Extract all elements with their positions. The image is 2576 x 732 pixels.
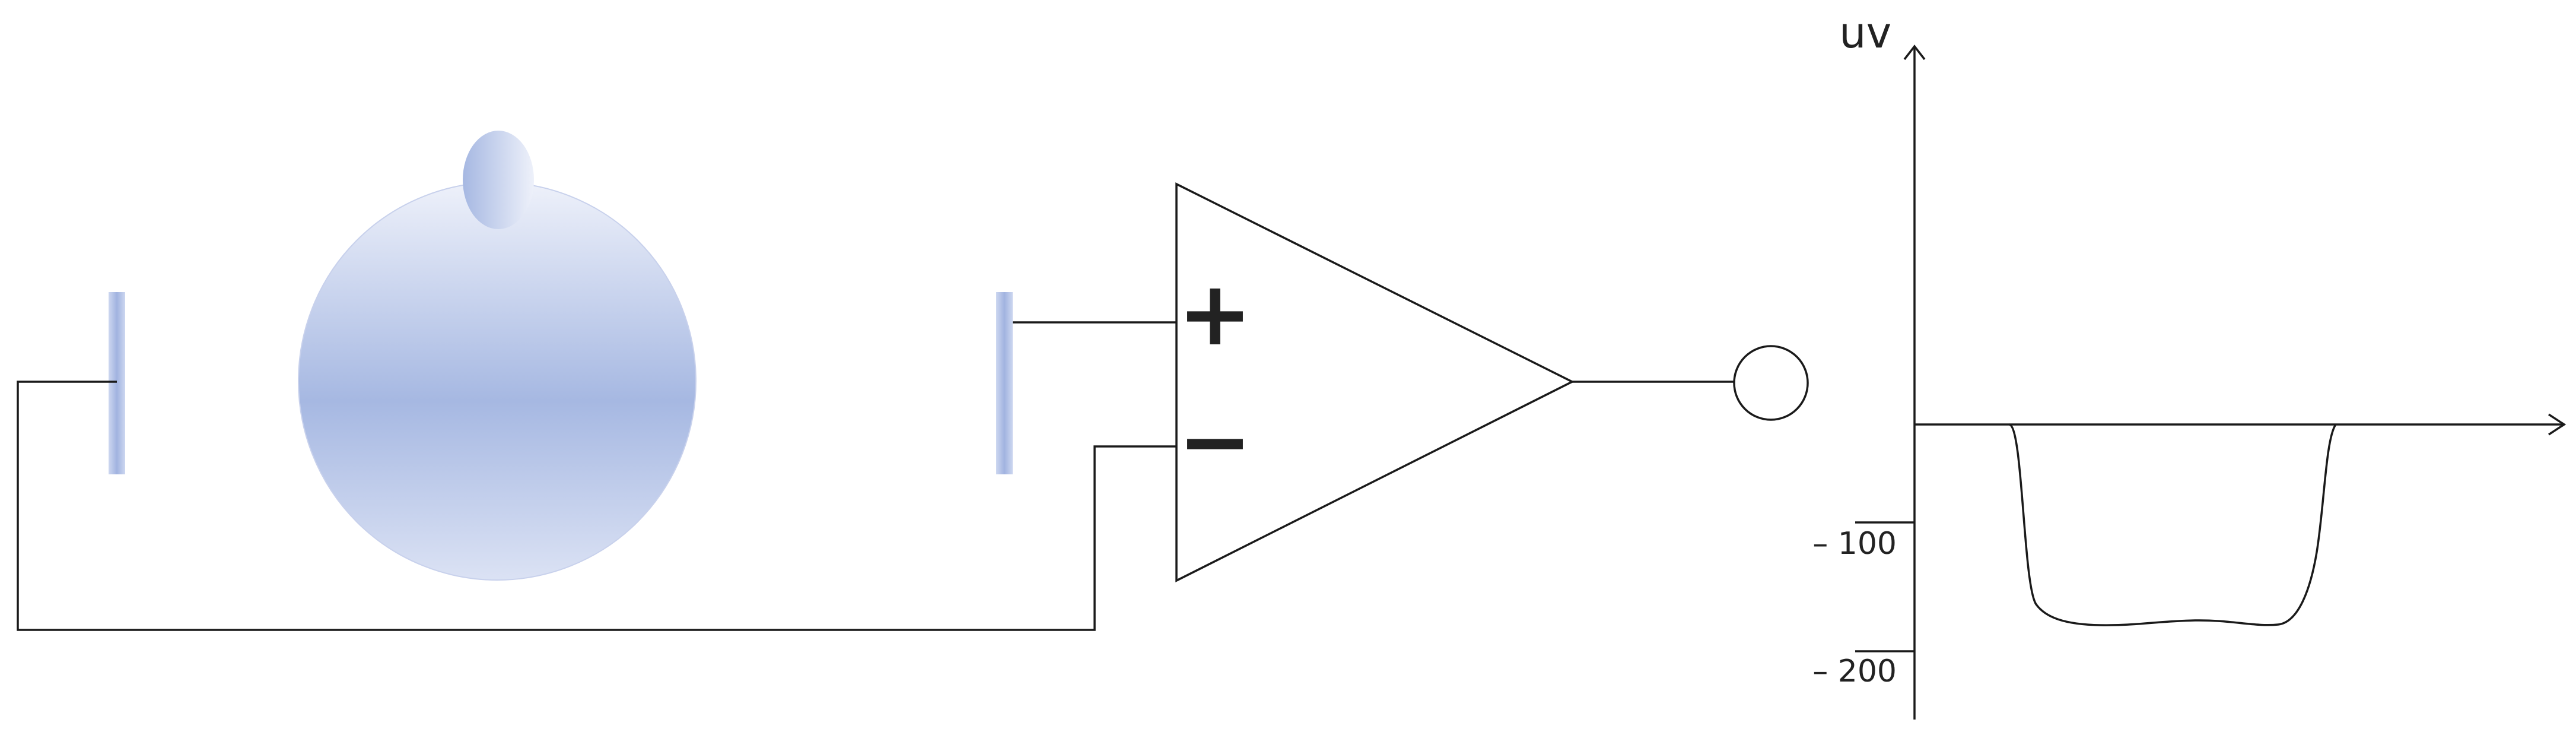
- x-axis-arrowhead: [2548, 413, 2567, 436]
- tick-label: – 100: [1812, 526, 1897, 562]
- tick-label: – 200: [1812, 654, 1897, 689]
- cell-body: [298, 182, 697, 581]
- left-electrode-wire: [17, 381, 1178, 631]
- plus-input-symbol: +: [1178, 262, 1252, 366]
- amplifier-triangle: [1175, 182, 1575, 582]
- right-electrode: [996, 292, 1013, 474]
- minus-input-symbol: −: [1178, 390, 1252, 493]
- y-axis-arrowhead: [1903, 45, 1926, 61]
- left-electrode: [109, 292, 125, 474]
- signal-waveform: [2008, 423, 2337, 626]
- cell-nucleus: [463, 131, 534, 229]
- y-axis-label: uv: [1839, 8, 1891, 58]
- output-terminal: [1733, 345, 1809, 421]
